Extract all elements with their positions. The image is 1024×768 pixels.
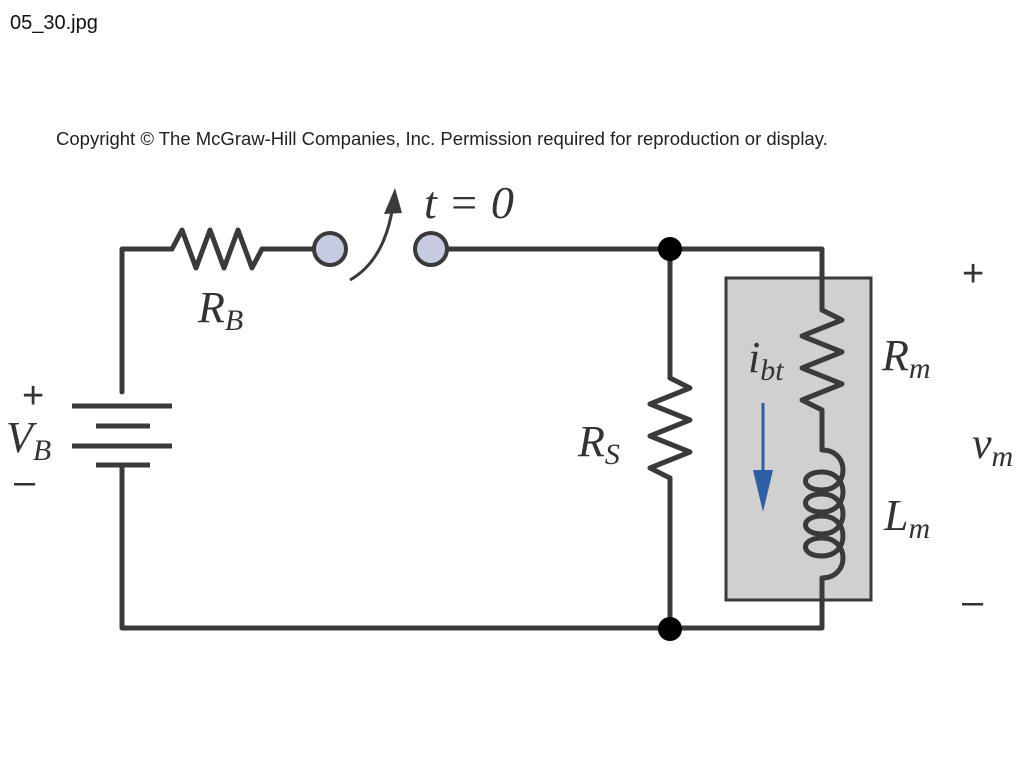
shunt-resistor-rs — [647, 375, 693, 481]
switch-arrow — [349, 204, 395, 282]
switch-contact-left — [312, 231, 348, 267]
label-rb: RB — [197, 283, 243, 337]
current-arrow-head — [753, 470, 773, 512]
switch-arrow-head — [384, 188, 402, 214]
wire-top-left — [119, 246, 175, 395]
label-vb-plus: + — [22, 375, 44, 417]
motor-resistance-rm — [799, 289, 845, 453]
series-resistor-rb — [169, 227, 265, 271]
wire-switch-to-right — [445, 246, 825, 295]
label-rs: RS — [577, 417, 620, 471]
wire-battery-bottom — [119, 462, 825, 631]
motor-inductance-lm — [803, 447, 846, 588]
label-lm: Lm — [883, 491, 930, 545]
motor-model-box — [724, 276, 873, 602]
junction-top — [658, 237, 682, 261]
switch-contact-right — [413, 231, 449, 267]
copyright-notice: Copyright © The McGraw-Hill Companies, I… — [56, 128, 828, 149]
label-vm: vm — [972, 419, 1013, 473]
label-vb-minus: – — [14, 461, 36, 503]
junction-bottom — [658, 617, 682, 641]
label-vm-plus: + — [962, 253, 984, 295]
label-switch-time: t = 0 — [424, 177, 514, 228]
label-ibt: ibt — [748, 333, 784, 387]
label-rm: Rm — [881, 331, 931, 385]
label-vb: VB — [6, 413, 51, 467]
filename-label: 05_30.jpg — [10, 12, 98, 34]
label-vm-minus: – — [962, 581, 984, 623]
